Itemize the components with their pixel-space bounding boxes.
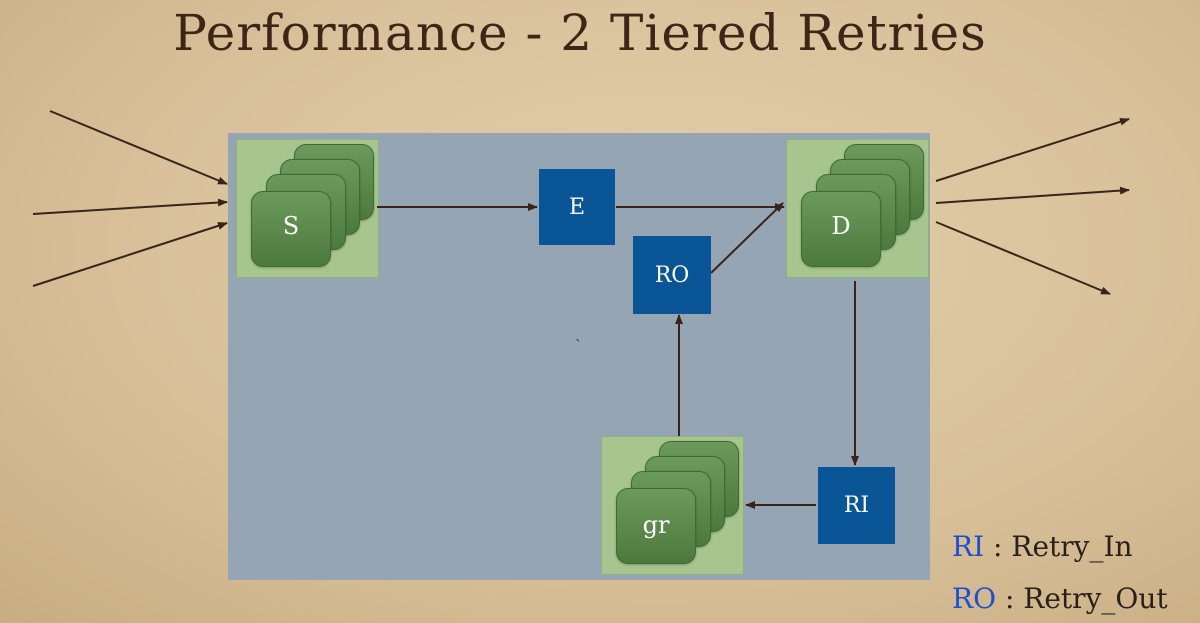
output-arrow-1 bbox=[935, 117, 1130, 182]
gr-stack: gr bbox=[601, 436, 744, 575]
ro-to-d-arrow bbox=[710, 202, 784, 274]
gr-card-front: gr bbox=[616, 488, 696, 564]
s-card-front: S bbox=[251, 191, 331, 267]
legend-retry-out: RO : Retry_Out bbox=[952, 582, 1168, 615]
d-label: D bbox=[831, 212, 851, 240]
input-arrow-3 bbox=[32, 221, 228, 287]
d-card-front: D bbox=[801, 191, 881, 267]
slide-title: Performance - 2 Tiered Retries bbox=[173, 4, 987, 62]
legend-retry-in: RI : Retry_In bbox=[952, 530, 1133, 563]
input-arrow-2 bbox=[32, 198, 228, 215]
output-arrow-2 bbox=[935, 186, 1130, 204]
s-stack: S bbox=[236, 139, 379, 278]
legend-desc-ro: : Retry_Out bbox=[996, 582, 1168, 615]
legend-abbr-ro: RO bbox=[952, 582, 997, 615]
output-arrow-3 bbox=[935, 221, 1111, 295]
e-box: E bbox=[539, 169, 615, 245]
legend-desc-ri: : Retry_In bbox=[984, 530, 1133, 563]
s-label: S bbox=[282, 212, 300, 240]
ri-box: RI bbox=[818, 467, 895, 544]
stray-mark: ` bbox=[575, 338, 582, 354]
legend-abbr-ri: RI bbox=[952, 530, 985, 563]
input-arrow-1 bbox=[49, 110, 228, 185]
ro-box: RO bbox=[633, 236, 711, 314]
gr-label: gr bbox=[642, 511, 670, 539]
d-stack: D bbox=[786, 139, 929, 278]
